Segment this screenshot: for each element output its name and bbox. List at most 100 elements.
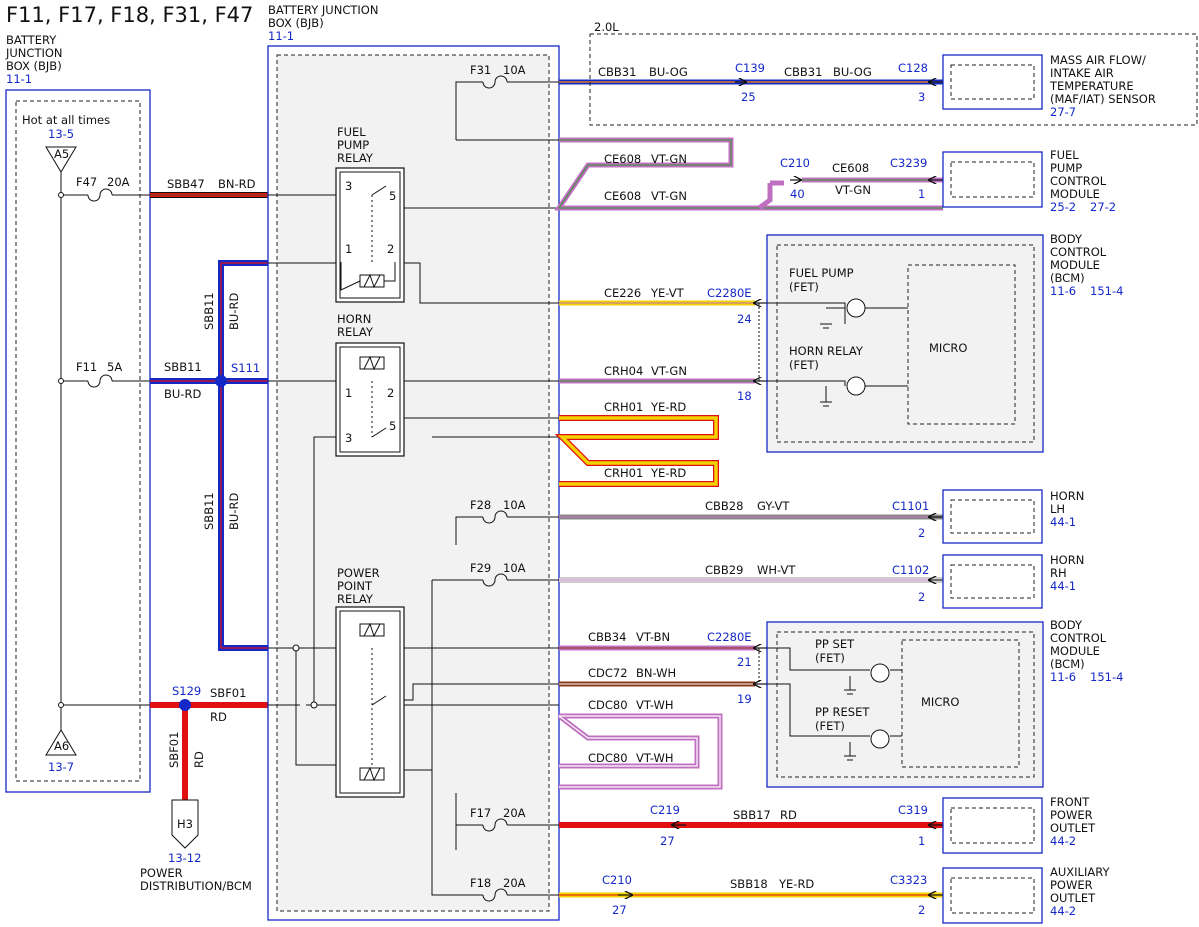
bcm1-micro: MICRO (929, 341, 967, 355)
sbb11-v2-color: BU-RD (227, 493, 241, 530)
sbf01-v-color: RD (192, 751, 206, 768)
horn-lh-ref: 44-1 (1050, 515, 1076, 529)
crh01-label-a: CRH01 (604, 400, 643, 414)
device-fpcm: FUEL PUMP CONTROL MODULE 25-2 27-2 (942, 148, 1116, 214)
f28-label: F28 (470, 498, 491, 512)
a6-terminal-icon (45, 729, 77, 756)
f11-amp: 5A (107, 360, 122, 374)
horn-pin1: 1 (345, 386, 352, 400)
c1101-pin: 2 (918, 526, 925, 540)
c1102-label: C1102 (892, 563, 929, 577)
bcm1-ref2: 151-4 (1090, 284, 1123, 298)
sbb11-v2-label: SBB11 (202, 492, 216, 530)
sbf01-label: SBF01 (210, 686, 246, 700)
horn-lh-name-2: LH (1050, 502, 1065, 516)
fpcm-ref2: 27-2 (1090, 200, 1116, 214)
bjb-left-name-3: BOX (BJB) (6, 59, 62, 73)
horn-lh-name-1: HORN (1050, 489, 1084, 503)
cdc80-color-b: VT-WH (636, 751, 674, 765)
bcm1-fet1-icon (846, 298, 866, 318)
sbb11-v-label: SBB11 (202, 292, 216, 330)
a5-ref: 13-5 (48, 127, 74, 141)
fp-pin2: 2 (387, 242, 394, 256)
crh04-label: CRH04 (604, 364, 643, 378)
cbb34-color: VT-BN (636, 630, 670, 644)
ce608-color-b: VT-GN (651, 189, 687, 203)
c128-pin: 3 (918, 90, 925, 104)
fp-pin3: 3 (345, 179, 352, 193)
f17-fuse-icon (482, 818, 508, 832)
maf-name-3: TEMPERATURE (1049, 79, 1134, 93)
fp-pin5: 5 (389, 189, 396, 203)
cbb31-label-b: CBB31 (784, 65, 822, 79)
bjb-main-name-1: BATTERY JUNCTION (268, 3, 378, 17)
f29-label: F29 (470, 561, 491, 575)
h3-label: H3 (177, 817, 193, 831)
crh01-color-b: YE-RD (650, 466, 686, 480)
cbb31-color-a: BU-OG (649, 65, 688, 79)
bcm1-name-1: BODY (1050, 232, 1083, 246)
ce226-label: CE226 (604, 286, 641, 300)
device-aux-po: AUXILIARY POWER OUTLET 44-2 (942, 865, 1110, 924)
bjb-main-inner (276, 54, 550, 912)
h3-ref: 13-12 (168, 851, 201, 865)
page-title: F11, F17, F18, F31, F47 (6, 3, 253, 27)
crh01-label-b: CRH01 (604, 466, 643, 480)
bcm1-fet1-2: (FET) (789, 280, 819, 294)
f18-fuse-icon (482, 888, 508, 902)
fp-pin1: 1 (345, 242, 352, 256)
f28-fuse-icon (482, 510, 508, 524)
bcm1-fet2-1: HORN RELAY (789, 344, 864, 358)
cdc72-label: CDC72 (588, 666, 628, 680)
ce608-label-c: CE608 (832, 161, 869, 175)
c1102-pin: 2 (918, 590, 925, 604)
sbf01-v-label: SBF01 (167, 732, 181, 768)
h3-connector-icon (171, 799, 199, 849)
aux-po-name-3: OUTLET (1050, 891, 1096, 905)
front-po-name-1: FRONT (1050, 795, 1090, 809)
fpcm-ref1: 25-2 (1050, 200, 1076, 214)
c139-label: C139 (735, 61, 765, 75)
bcm2-fet2-icon (870, 729, 890, 749)
bcm1-name-4: (BCM) (1050, 271, 1085, 285)
c2280e-b-pin-b: 19 (737, 692, 752, 706)
f47-fuse-icon (87, 188, 113, 202)
f18-label: F18 (470, 876, 491, 890)
bcm2-name-2: CONTROL (1050, 631, 1107, 645)
device-horn-lh: HORN LH 44-1 (942, 489, 1084, 544)
s111-label: S111 (231, 361, 260, 375)
sbb11-v-color: BU-RD (227, 293, 241, 330)
bcm1-fet2-icon (846, 376, 866, 396)
cdc80-label-a: CDC80 (588, 698, 628, 712)
f47-amp: 20A (107, 175, 130, 189)
horn-rh-name-1: HORN (1050, 553, 1084, 567)
s111-splice (215, 375, 227, 387)
c2280e-pin-b: 18 (737, 389, 752, 403)
fuel-pump-relay-3: RELAY (337, 151, 374, 165)
a6-label: A6 (54, 739, 69, 753)
f31-label: F31 (470, 63, 491, 77)
sbb17-label: SBB17 (733, 808, 771, 822)
h3-name-1: POWER (140, 866, 183, 880)
horn-pin5: 5 (389, 419, 396, 433)
device-bcm1: MICRO FUEL PUMP (FET) HORN RELAY (FET) B… (766, 232, 1123, 453)
f11-fuse-icon (87, 374, 113, 388)
aux-po-name-1: AUXILIARY (1050, 865, 1110, 879)
f29-fuse-icon (482, 573, 508, 587)
cbb34-label: CBB34 (588, 630, 626, 644)
maf-ref: 27-7 (1050, 105, 1076, 119)
f17-label: F17 (470, 806, 491, 820)
device-bcm2: MICRO PP SET (FET) PP RESET (FET) BODY C… (766, 618, 1123, 788)
sbb11-label: SBB11 (164, 360, 202, 374)
c3323-pin: 2 (918, 903, 925, 917)
bcm1-name-2: CONTROL (1050, 245, 1107, 259)
c210-pin: 40 (790, 187, 805, 201)
f29-amp: 10A (503, 561, 526, 575)
c3239-label: C3239 (890, 156, 927, 170)
f18-amp: 20A (503, 876, 526, 890)
fpcm-name-1: FUEL (1050, 148, 1079, 162)
f11-label: F11 (76, 360, 97, 374)
bjb-main-name-2: BOX (BJB) (268, 16, 324, 30)
c2280e-pin-a: 24 (737, 312, 752, 326)
horn-pin3: 3 (345, 431, 352, 445)
